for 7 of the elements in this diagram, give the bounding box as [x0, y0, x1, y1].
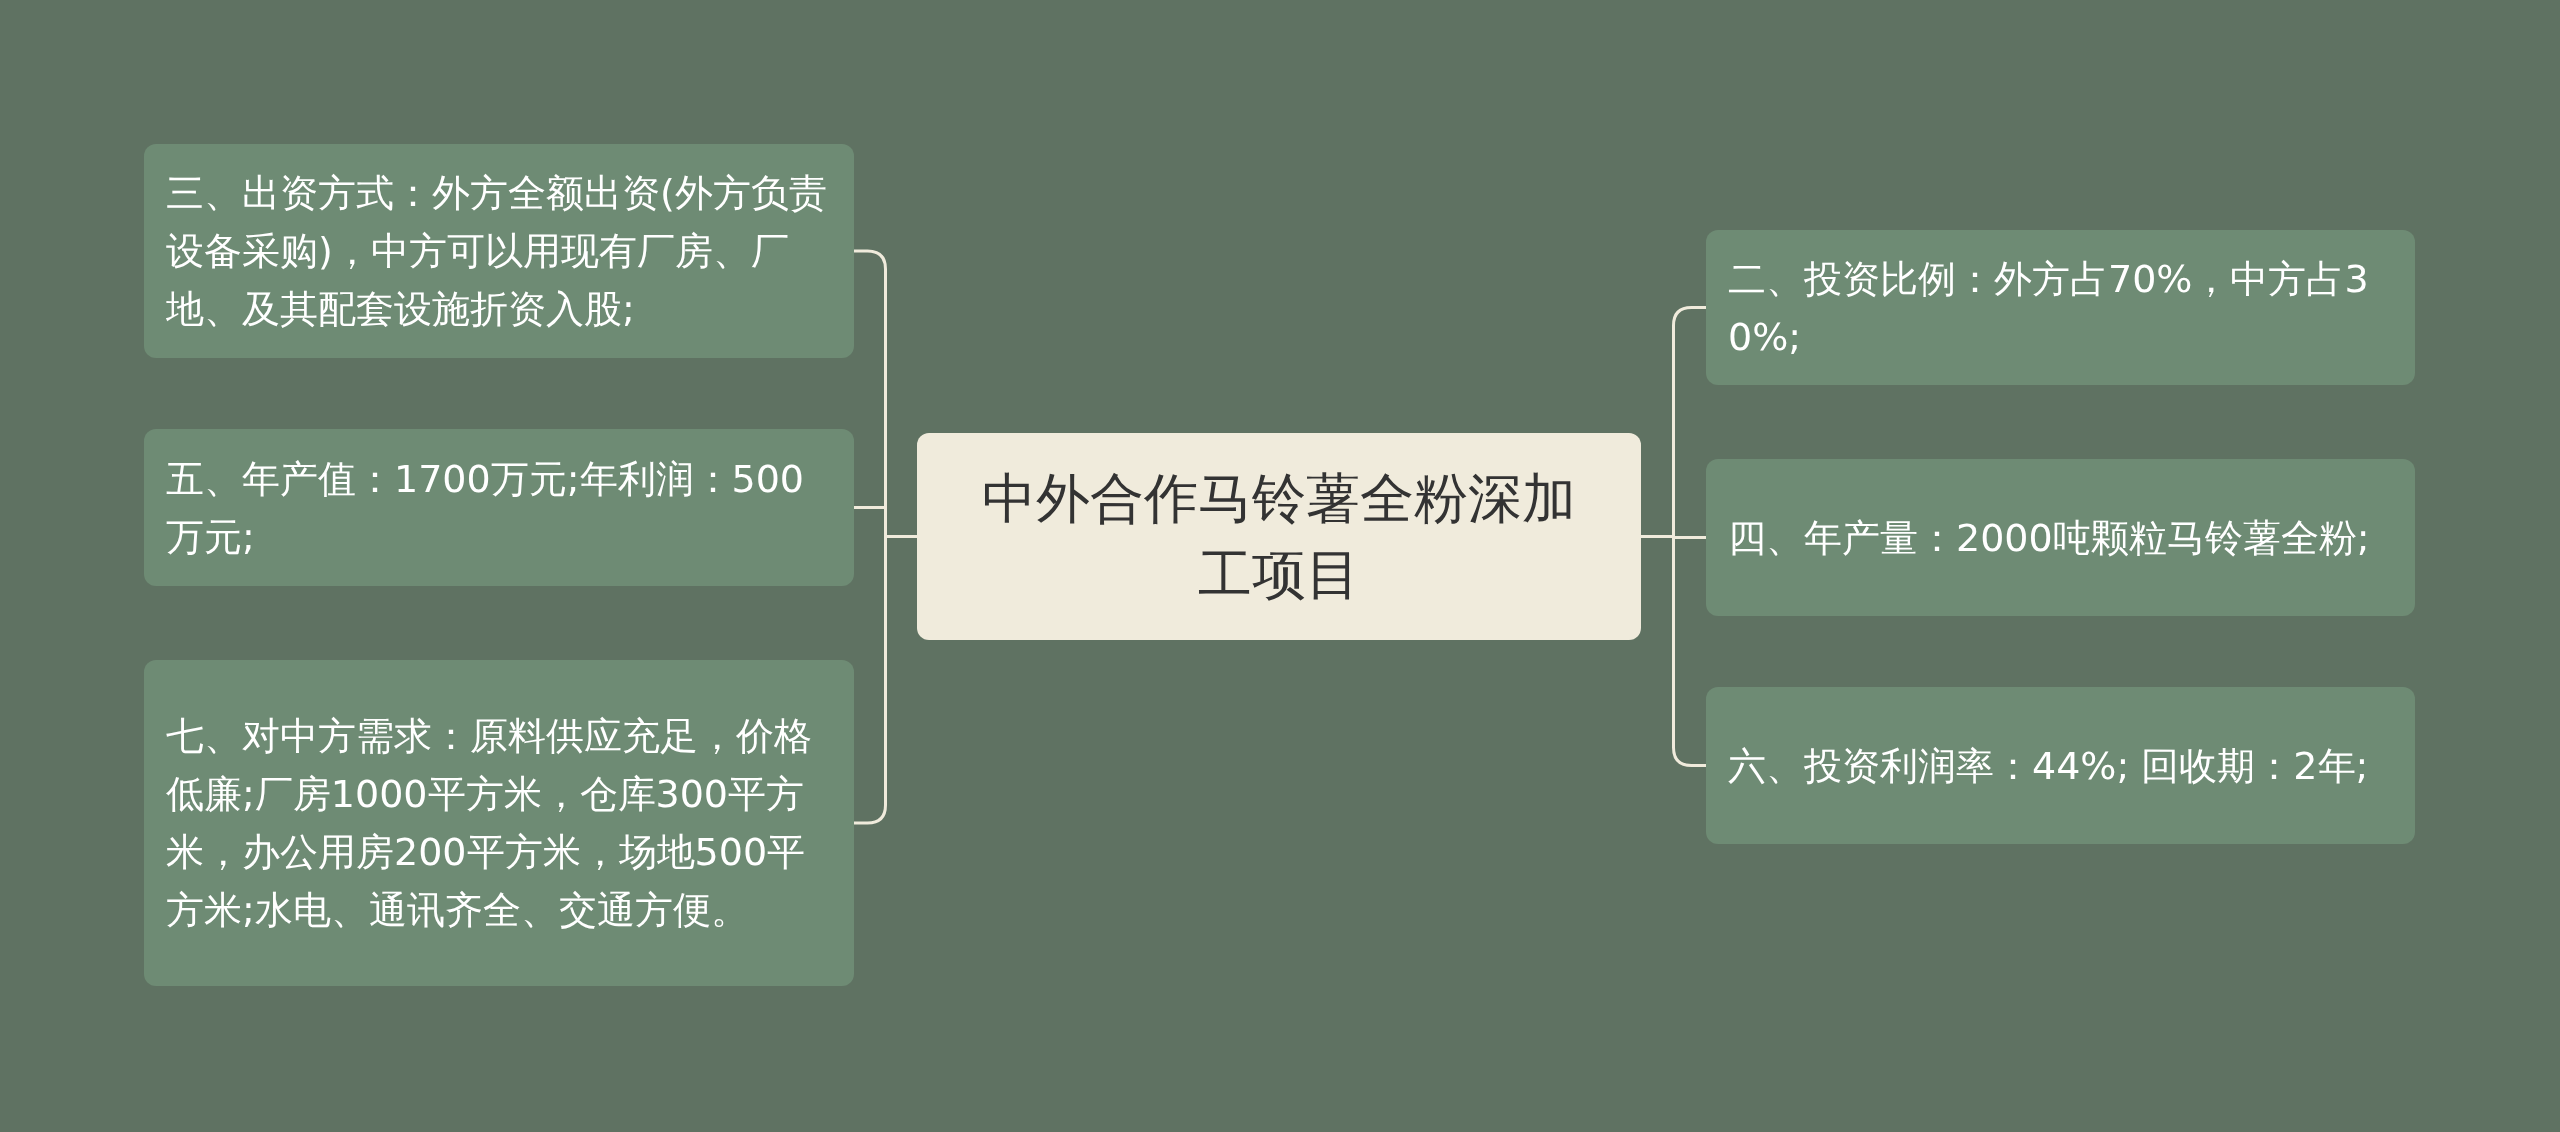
topic-box: 四、年产量：2000吨颗粒马铃薯全粉; — [1706, 459, 2415, 616]
topic-box: 三、出资方式：外方全额出资(外方负责设备采购)，中方可以用现有厂房、厂地、及其配套设施折资入股; — [144, 144, 854, 358]
topic-box: 二、投资比例：外方占70%，中方占30%; — [1706, 230, 2415, 385]
central-topic-box: 中外合作马铃薯全粉深加工项目 — [917, 433, 1641, 640]
topic-box: 七、对中方需求：原料供应充足，价格低廉;厂房1000平方米，仓库300平方米，办公用房200平方米，场地500平方米;水电、通讯齐全、交通方便。 — [144, 660, 854, 986]
topic-box: 五、年产值：1700万元;年利润：500万元; — [144, 429, 854, 586]
topic-box: 六、投资利润率：44%; 回收期：2年; — [1706, 687, 2415, 844]
